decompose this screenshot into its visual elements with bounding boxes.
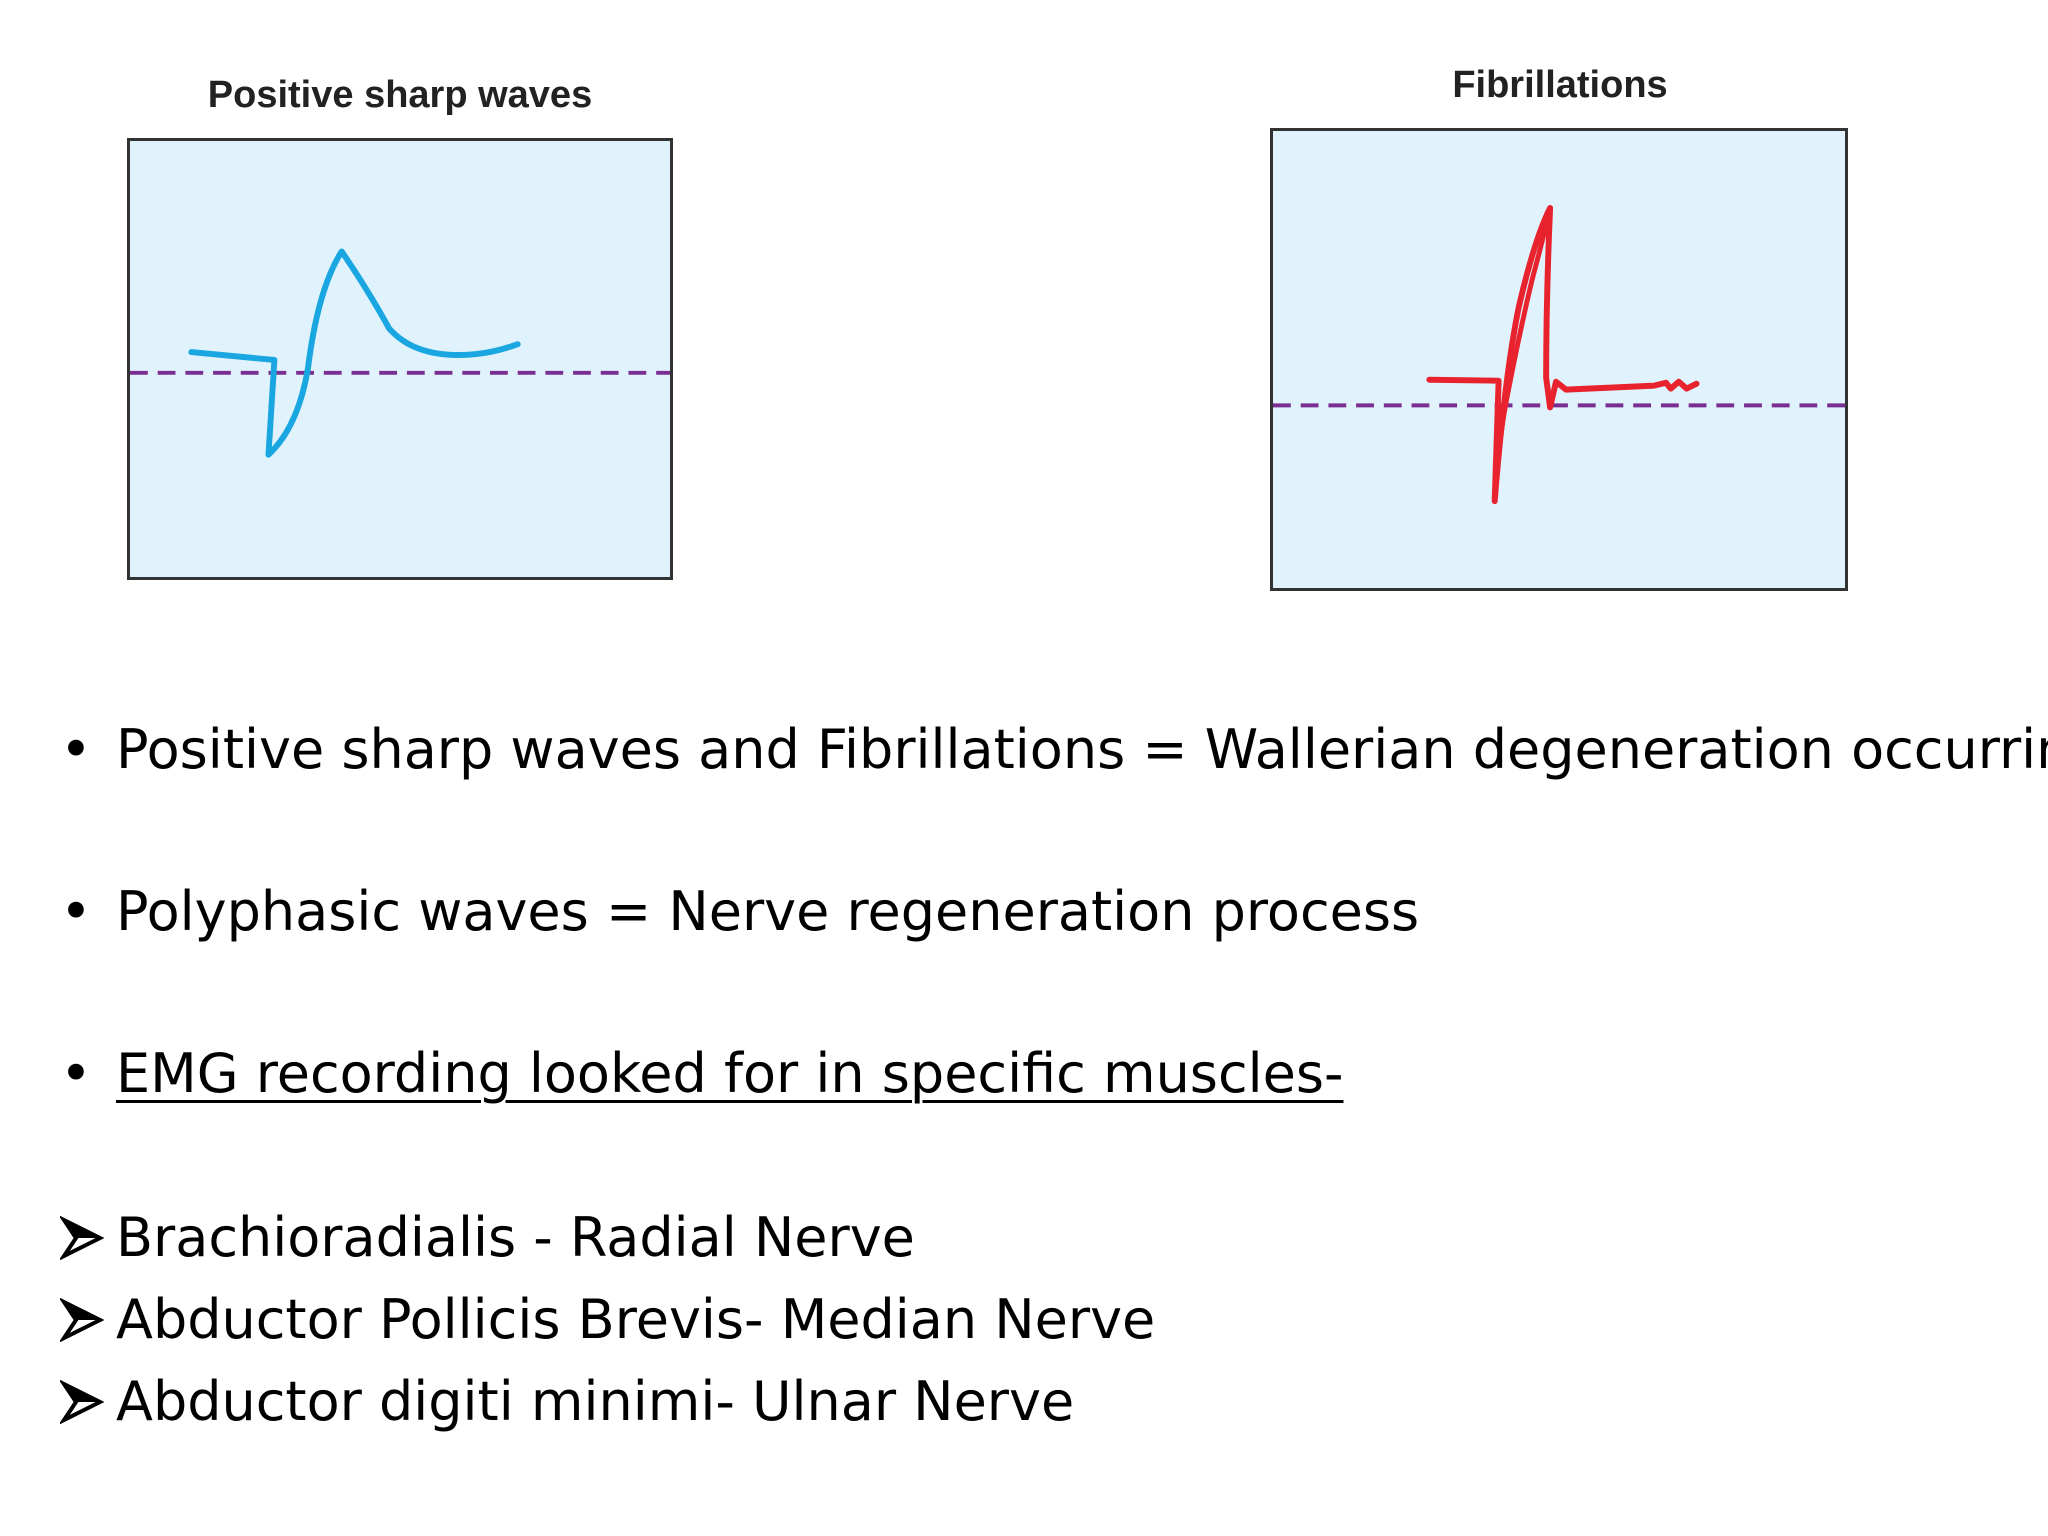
bullet-item-wallerian: • Positive sharp waves and Fibrillations … [60,718,2048,783]
positive-sharp-waves-plot [130,248,670,458]
fibrillations-plot [1273,205,1845,505]
arrow-item-text: Abductor digiti minimi- Ulnar Nerve [116,1370,1075,1433]
arrow-item-brachioradialis: Brachioradialis - Radial Nerve [58,1206,915,1271]
arrowhead-bullet-icon [58,1370,116,1435]
fibrillations-trace-return [1492,205,1553,504]
positive-sharp-waves-frame [127,138,673,580]
bullet-item-emg-recording: • EMG recording looked for in specific mu… [60,1042,1343,1107]
fibrillations-frame [1270,128,1848,591]
bullet-text: Positive sharp waves and Fibrillations =… [116,718,2048,781]
bullet-text: Polyphasic waves = Nerve regeneration pr… [116,880,1420,943]
arrow-item-text: Brachioradialis - Radial Nerve [116,1206,915,1269]
bullet-dot-icon: • [60,880,92,943]
arrowhead-bullet-icon [58,1288,116,1353]
fibrillations-trace [1426,205,1700,505]
bullet-dot-icon: • [60,1042,92,1105]
positive-sharp-waves-diagram: Positive sharp waves [125,70,675,585]
fibrillations-diagram: Fibrillations [1270,60,1850,595]
arrow-item-abductor-digiti: Abductor digiti minimi- Ulnar Nerve [58,1370,1075,1435]
positive-sharp-waves-title: Positive sharp waves [207,74,593,116]
positive-sharp-waves-trace [188,248,521,458]
bullet-dot-icon: • [60,718,92,781]
arrow-item-text: Abductor Pollicis Brevis- Median Nerve [116,1288,1156,1351]
arrowhead-bullet-icon [58,1206,116,1271]
bullet-item-polyphasic: • Polyphasic waves = Nerve regeneration p… [60,880,1419,945]
arrow-item-abductor-pollicis: Abductor Pollicis Brevis- Median Nerve [58,1288,1156,1353]
fibrillations-title: Fibrillations [1452,64,1668,106]
bullet-text-underlined: EMG recording looked for in specific mus… [116,1042,1344,1105]
